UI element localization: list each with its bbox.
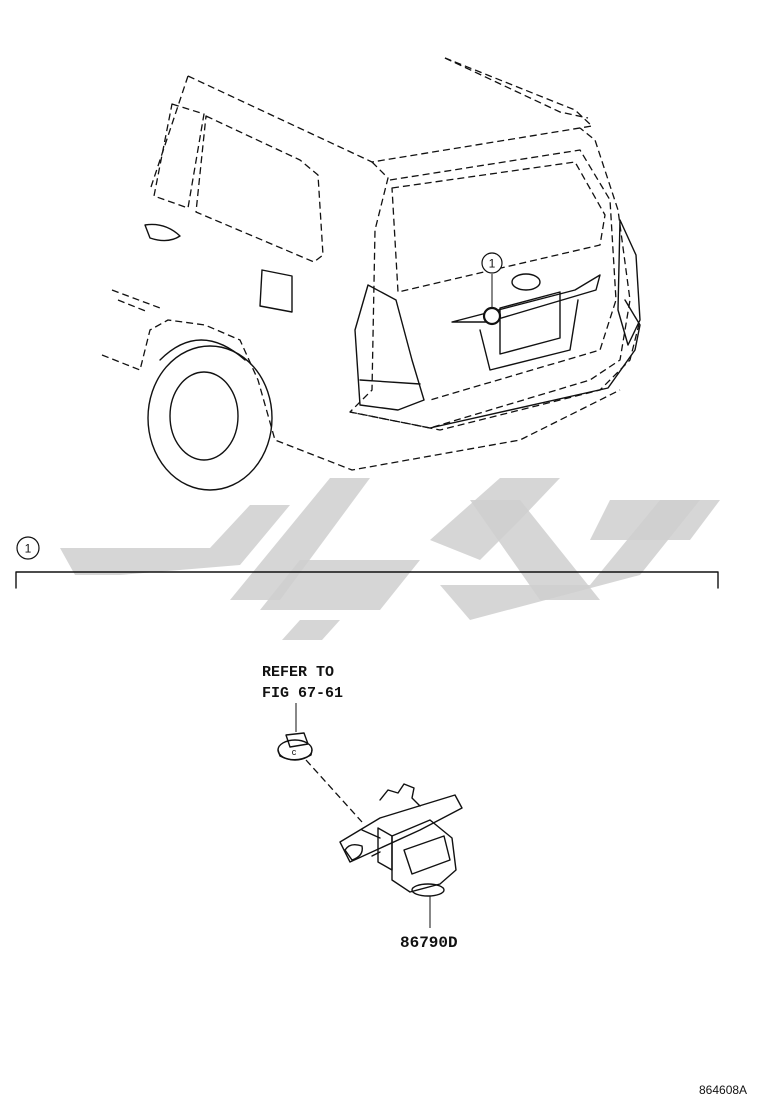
vehicle-callout-number: 1 <box>489 257 496 271</box>
part-number-label: 86790D <box>400 934 458 952</box>
figure-code: 864608A <box>699 1083 747 1097</box>
section-callout-circle <box>16 536 40 560</box>
section-header: 1 <box>15 536 719 589</box>
watermark-logo <box>60 478 720 640</box>
reference-line-2: FIG 67-61 <box>262 685 343 702</box>
clip-part: c <box>277 732 313 761</box>
installation-dash-line <box>305 759 363 823</box>
svg-text:c: c <box>292 747 297 757</box>
vehicle-callout-circle <box>481 252 503 274</box>
rear-camera-assembly <box>339 783 463 897</box>
vehicle-illustration: 1 <box>101 57 641 491</box>
section-bracket-line <box>15 571 719 589</box>
section-callout-number: 1 <box>25 542 32 556</box>
reference-line-1: REFER TO <box>262 664 334 681</box>
camera-location-marker <box>482 306 502 326</box>
